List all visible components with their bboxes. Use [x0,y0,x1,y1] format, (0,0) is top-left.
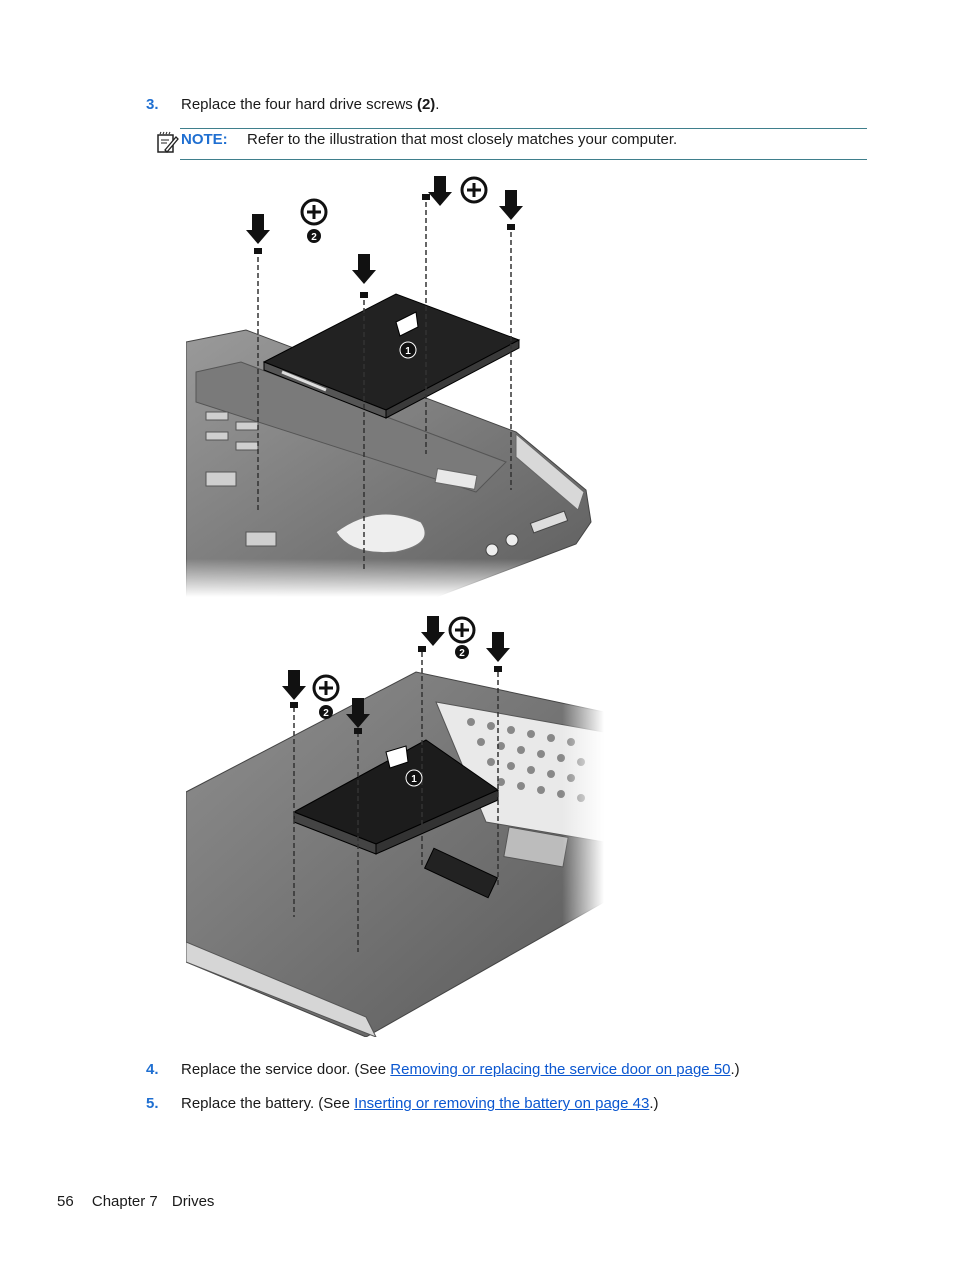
page-number: 56 [57,1193,74,1210]
callout-1-bottom: 1 [411,774,417,785]
callout-2: 2 [311,232,317,243]
footer-chapter: Chapter 7 [91,1193,158,1210]
service-door-link[interactable]: Removing or replacing the service door o… [390,1061,731,1078]
step-3-text-start: Replace the four hard drive screws [181,96,417,113]
callout-2-bottom: 2 [323,708,329,719]
step-3-number: 3. [146,96,159,113]
footer-section: Drives [171,1193,215,1210]
step-4-text-end: .) [730,1061,740,1078]
battery-link[interactable]: Inserting or removing the battery on pag… [354,1095,650,1112]
step-5-text-start: Replace the battery. (See [181,1095,355,1112]
hard-drive-illustration-top: 2 1 [186,176,596,597]
step-3-text: Replace the four hard drive screws (2). [181,96,439,113]
callout-1: 1 [405,346,411,357]
hard-drive-illustration-bottom: 2 2 1 [186,612,604,1037]
step-4-number: 4. [146,1061,159,1078]
step-4-text-start: Replace the service door. (See [181,1061,391,1078]
note-icon [157,131,179,153]
step-5-text-end: .) [649,1095,659,1112]
step-5-number: 5. [146,1095,159,1112]
note-box: NOTE: Refer to the illustration that mos… [180,128,867,160]
step-3-text-end: . [435,96,440,113]
callout-2-bottom-right: 2 [459,648,465,659]
step-5-text: Replace the battery. (See Inserting or r… [181,1095,659,1112]
note-label: NOTE: [181,131,228,148]
note-text: Refer to the illustration that most clos… [247,131,678,148]
step-3-callout-ref: (2) [416,96,436,113]
step-4-text: Replace the service door. (See Removing … [181,1061,740,1078]
page-footer: 56 Chapter 7 Drives [57,1193,214,1210]
